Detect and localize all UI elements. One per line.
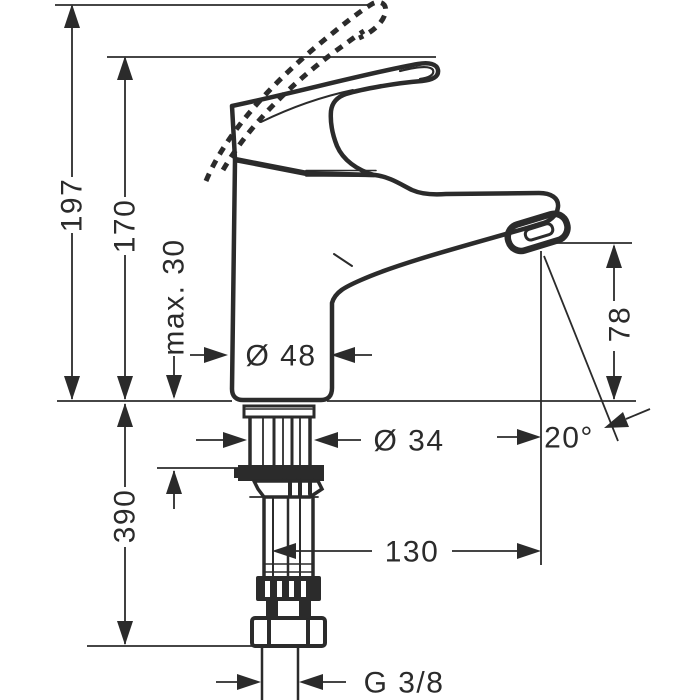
arrowhead bbox=[606, 376, 622, 400]
arrowhead bbox=[223, 432, 247, 448]
dim-label-spout-reach: 130 bbox=[385, 536, 440, 569]
supply-hoses bbox=[249, 496, 319, 578]
arrowhead bbox=[237, 674, 261, 690]
arrowhead bbox=[606, 244, 622, 268]
cartridge-ring bbox=[305, 169, 377, 177]
dim-spout-angle: 20° bbox=[497, 412, 629, 455]
spout-angle-line bbox=[543, 255, 619, 442]
lever-handle-raised-dashed bbox=[203, 0, 389, 182]
dim-shank-diameter: Ø 34 bbox=[196, 425, 444, 458]
faucet bbox=[203, 0, 571, 700]
mounting-flange bbox=[234, 465, 325, 499]
dim-label-body-diameter: Ø 48 bbox=[245, 340, 316, 373]
dim-thread-size: G 3/8 bbox=[216, 667, 445, 700]
tailpiece bbox=[260, 646, 300, 700]
dim-spout-height: 78 bbox=[604, 244, 637, 400]
lever-crease-line bbox=[260, 89, 354, 123]
arrowhead bbox=[117, 376, 133, 400]
arrowhead bbox=[314, 432, 338, 448]
dim-body-diameter: Ø 48 bbox=[190, 340, 372, 373]
spout-tick bbox=[333, 253, 353, 267]
shank bbox=[248, 416, 312, 467]
dim-label-thread-size: G 3/8 bbox=[364, 667, 445, 700]
hose-coupling bbox=[256, 576, 321, 618]
arrowhead bbox=[64, 4, 80, 28]
arrowhead bbox=[166, 375, 182, 399]
arrowhead bbox=[517, 429, 541, 445]
dim-label-lever-height: 170 bbox=[109, 199, 142, 254]
dim-label-connection-length: 390 bbox=[109, 489, 142, 544]
dim-label-max-mounting-thickness: max. 30 bbox=[158, 238, 191, 355]
reference-lines bbox=[55, 4, 651, 647]
arrowhead bbox=[166, 470, 182, 494]
arrowhead bbox=[117, 56, 133, 80]
arrowhead bbox=[117, 403, 133, 427]
dim-max-mounting-thickness: max. 30 bbox=[158, 238, 191, 509]
dim-label-shank-diameter: Ø 34 bbox=[373, 425, 444, 458]
arrowhead bbox=[204, 347, 228, 363]
arrowhead bbox=[604, 412, 629, 428]
hex-nut bbox=[250, 616, 327, 648]
dim-label-total-height: 197 bbox=[56, 178, 89, 233]
arrowhead bbox=[517, 543, 541, 559]
arrowhead bbox=[272, 543, 296, 559]
arrowhead bbox=[331, 347, 355, 363]
dim-label-spout-angle: 20° bbox=[544, 422, 594, 455]
dim-label-spout-height: 78 bbox=[604, 306, 637, 342]
arrowhead bbox=[64, 376, 80, 400]
dim-total-height: 197 bbox=[56, 4, 89, 400]
arrowhead bbox=[299, 674, 323, 690]
aerator bbox=[504, 210, 571, 255]
arrowhead bbox=[117, 621, 133, 645]
dim-lever-height: 170 bbox=[109, 56, 142, 400]
base-plate bbox=[242, 404, 316, 419]
dim-connection-length: 390 bbox=[109, 403, 142, 645]
lever-handle bbox=[229, 61, 441, 178]
dimension-annotations: 197 170 max. 30 390 78 bbox=[55, 4, 651, 700]
dim-spout-reach: 130 bbox=[272, 536, 541, 569]
lever-tip-inner-line bbox=[398, 65, 435, 81]
